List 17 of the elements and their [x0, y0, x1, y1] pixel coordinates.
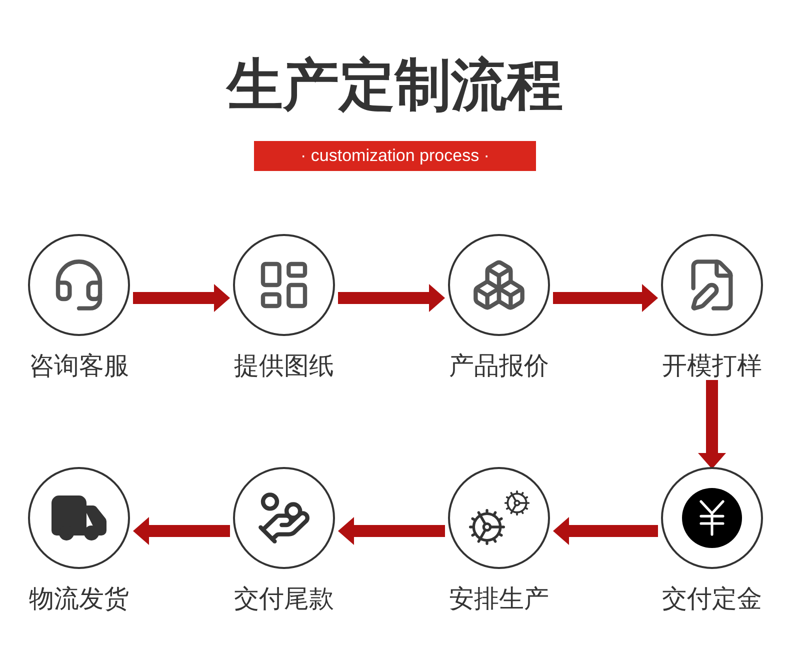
step-label: 咨询客服 [29, 350, 129, 382]
arrow [133, 517, 230, 545]
step-label: 安排生产 [449, 583, 549, 615]
step-label: 产品报价 [449, 350, 549, 382]
arrow [698, 380, 726, 469]
subtitle-banner: · customization process · [254, 141, 536, 171]
step-label: 提供图纸 [234, 350, 334, 382]
arrow [338, 517, 445, 545]
step-label: 开模打样 [662, 350, 762, 382]
step-label: 交付尾款 [234, 583, 334, 615]
step-label: 交付定金 [662, 583, 762, 615]
arrow [338, 284, 445, 312]
step-label: 物流发货 [29, 583, 129, 615]
arrow [553, 517, 658, 545]
title: 生产定制流程 [224, 52, 564, 120]
arrow [133, 284, 230, 312]
arrow [553, 284, 658, 312]
